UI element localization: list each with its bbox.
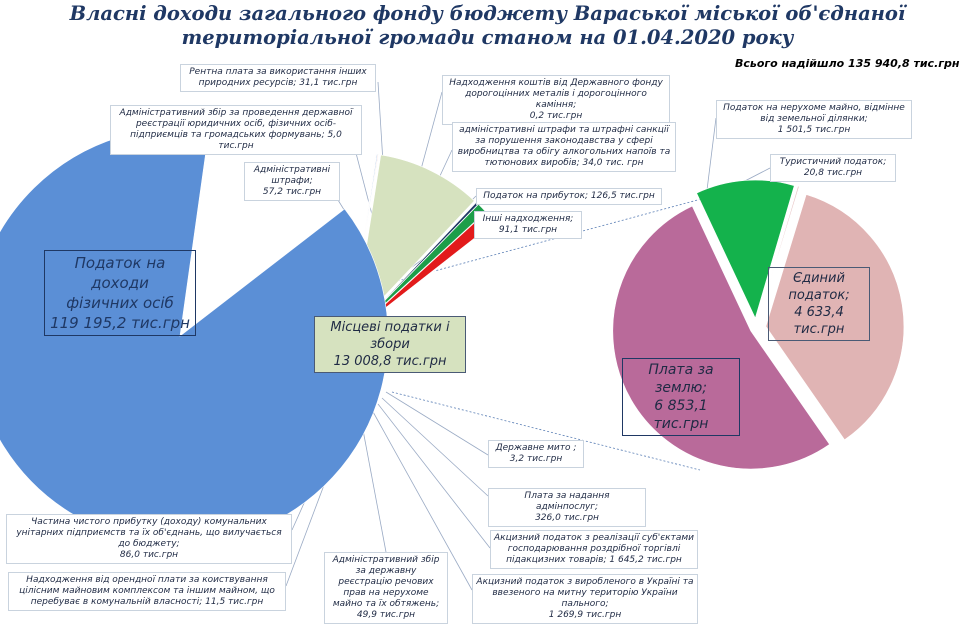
label-admin-fines-value: 57,2 тис.грн	[262, 187, 322, 197]
label-land-name: Плата за землю;	[648, 362, 714, 396]
label-single-value: 4 633,4 тис.грн	[793, 305, 845, 337]
label-rental-text: Надходження від орендної плати за коиств…	[19, 575, 275, 607]
label-state-duty: Державне мито ; 3,2 тис.грн	[488, 440, 584, 468]
label-net-profit: Частина чистого прибутку (доходу) комуна…	[6, 514, 292, 564]
label-net-profit-value: 86,0 тис.грн	[119, 550, 179, 560]
label-property-text: Податок на нерухоме майно, відмінне від …	[723, 103, 905, 124]
chart-title-line2: територіальної громади станом на 01.04.2…	[181, 26, 794, 49]
label-net-profit-text: Частина чистого прибутку (доходу) комуна…	[16, 517, 282, 549]
label-rent: Рентна плата за використання інших приро…	[180, 64, 376, 92]
label-real-estate-reg-text: Адміністративний збір за державну реєстр…	[332, 555, 440, 609]
label-excise-retail: Акцизний податок з реалізації суб'єктами…	[490, 530, 698, 569]
label-precious: Надходження коштів від Державного фонду …	[442, 75, 670, 125]
label-other: Інші надходження; 91,1 тис.грн	[474, 211, 582, 239]
label-land-value: 6 853,1 тис.грн	[653, 398, 709, 432]
label-admin-services-text: Плата за надання адмінпослуг;	[524, 491, 610, 512]
label-alco-fines-text: адміністративні штрафи та штрафні санкці…	[457, 125, 671, 168]
label-admin-fines-text: Адміністративні штрафи;	[253, 165, 331, 186]
label-land: Плата за землю; 6 853,1 тис.грн	[622, 358, 740, 436]
label-pdfo-name1: Податок на доходи	[74, 254, 166, 292]
label-local-name: Місцеві податки і збори	[330, 320, 450, 352]
label-profit-tax-text: Податок на прибуток; 126,5 тис.грн	[483, 191, 655, 201]
label-excise-retail-text: Акцизний податок з реалізації суб'єктами…	[494, 533, 694, 565]
label-tourist-value: 20,8 тис.грн	[803, 168, 863, 178]
pie-slice-property	[696, 179, 795, 319]
label-excise-prod-text: Акцизний податок з виробленого в Україні…	[476, 577, 694, 609]
label-excise-prod: Акцизний податок з виробленого в Україні…	[472, 574, 698, 624]
leader-excise-prod	[371, 409, 473, 591]
label-precious-text: Надходження коштів від Державного фонду …	[449, 78, 663, 110]
label-state-duty-text: Державне мито ;	[495, 443, 577, 453]
label-property-value: 1 501,5 тис.грн	[777, 125, 851, 135]
label-pdfo: Податок на доходи фізичних осіб 119 195,…	[44, 250, 196, 336]
leader-state-duty	[385, 391, 489, 456]
label-real-estate-reg: Адміністративний збір за державну реєстр…	[324, 552, 448, 624]
label-admin-reg: Адміністративний збір за проведення держ…	[110, 105, 362, 155]
label-real-estate-reg-value: 49,9 тис.грн	[356, 610, 416, 620]
label-excise-prod-value: 1 269,9 тис.грн	[548, 610, 622, 620]
chart-title-line1: Власні доходи загального фонду бюджету В…	[69, 2, 906, 25]
pie-slice-single	[765, 194, 905, 441]
leader-property	[705, 117, 717, 199]
label-rent-text: Рентна плата за використання інших приро…	[189, 67, 367, 88]
label-other-value: 91,1 тис.грн	[498, 225, 558, 235]
label-pdfo-name2: фізичних осіб	[66, 294, 174, 312]
label-property: Податок на нерухоме майно, відмінне від …	[716, 100, 912, 139]
label-single-name: Єдиний податок;	[788, 271, 850, 303]
label-admin-services: Плата за надання адмінпослуг; 326,0 тис.…	[488, 488, 646, 527]
label-local: Місцеві податки і збори 13 008,8 тис.грн	[314, 316, 466, 373]
label-profit-tax: Податок на прибуток; 126,5 тис.грн	[476, 188, 662, 205]
pie-slice-land	[612, 205, 830, 470]
leader-real-estate-reg	[359, 413, 387, 553]
pie-slice-local	[353, 154, 475, 330]
label-admin-services-value: 326,0 тис.грн	[535, 513, 599, 523]
leader-excise-retail	[377, 403, 491, 549]
label-local-value: 13 008,8 тис.грн	[333, 354, 447, 369]
label-other-text: Інші надходження;	[482, 214, 574, 224]
label-rental: Надходження від орендної плати за коиств…	[8, 572, 286, 611]
label-tourist: Туристичний податок; 20,8 тис.грн	[770, 154, 896, 182]
label-pdfo-value: 119 195,2 тис.грн	[50, 314, 190, 332]
label-state-duty-value: 3,2 тис.грн	[509, 454, 563, 464]
chart-title: Власні доходи загального фонду бюджету В…	[0, 2, 975, 50]
label-precious-value: 0,2 тис.грн	[529, 111, 583, 121]
label-alco-fines: адміністративні штрафи та штрафні санкці…	[452, 122, 676, 172]
label-admin-fines: Адміністративні штрафи; 57,2 тис.грн	[244, 162, 340, 201]
connector-bottom	[391, 391, 701, 471]
label-admin-reg-text: Адміністративний збір за проведення держ…	[119, 108, 353, 151]
label-single: Єдиний податок; 4 633,4 тис.грн	[768, 267, 870, 341]
leader-admin-services	[381, 397, 489, 497]
label-tourist-text: Туристичний податок;	[779, 157, 887, 167]
main-pie	[0, 127, 497, 545]
total-received: Всього надійшло 135 940,8 тис.грн	[735, 57, 960, 70]
